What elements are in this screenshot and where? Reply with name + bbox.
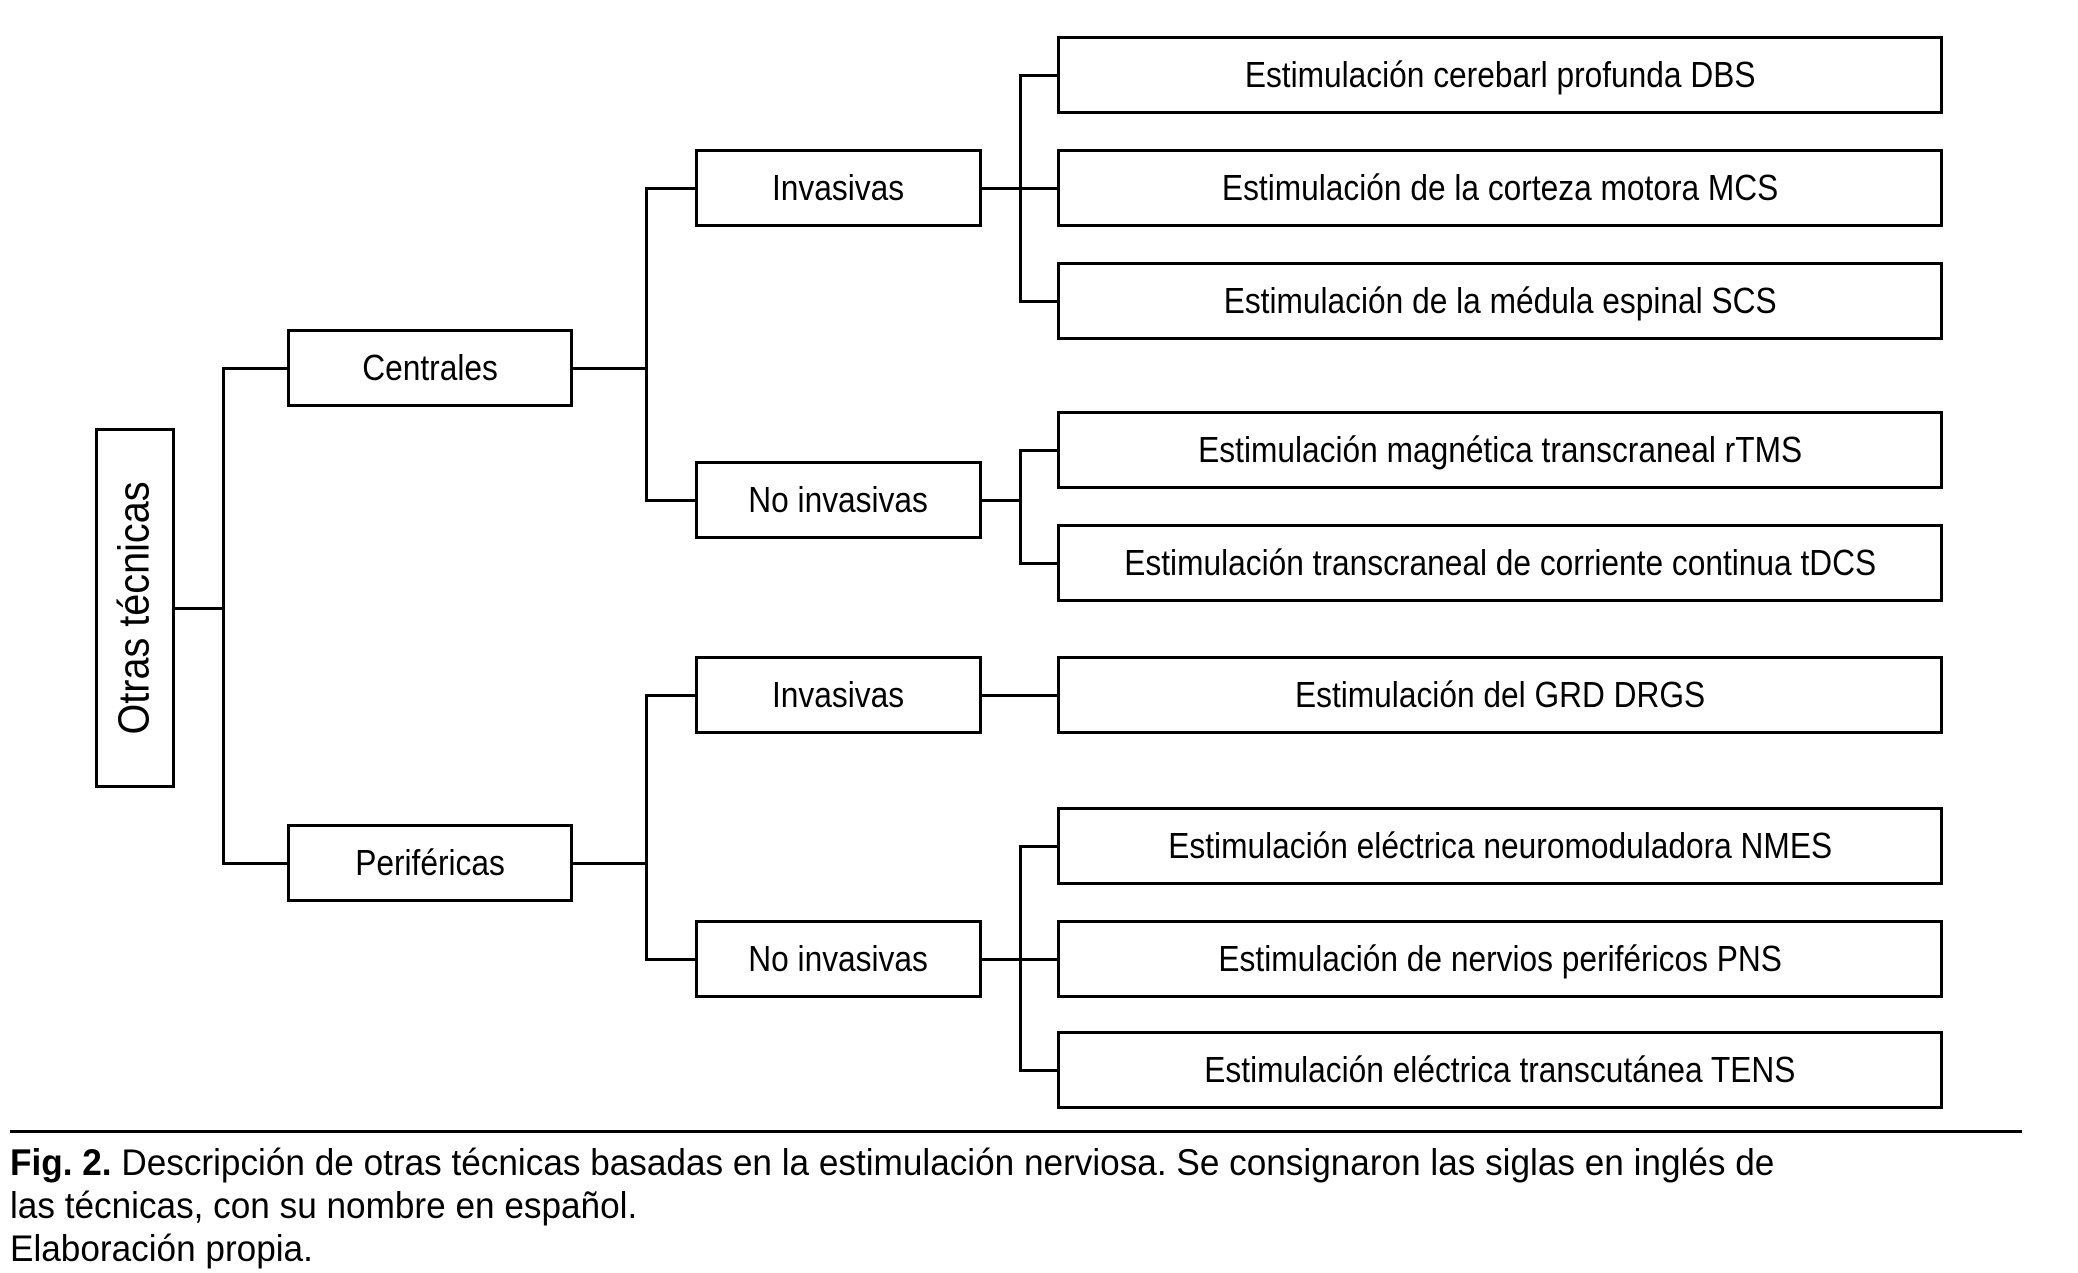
connector-c-invasivas-feeder	[980, 187, 1022, 190]
node-centrales-noinvasivas: No invasivas	[695, 461, 982, 539]
node-perifericas-invasivas-label: Invasivas	[772, 674, 905, 715]
node-centrales-invasivas: Invasivas	[695, 149, 982, 227]
figure-caption: Fig. 2. Descripción de otras técnicas ba…	[10, 1141, 2043, 1270]
connector-perifericas-feeder	[573, 862, 648, 865]
node-scs-label: Estimulación de la médula espinal SCS	[1223, 280, 1777, 321]
node-rtms-label: Estimulación magnética transcraneal rTMS	[1198, 429, 1802, 470]
caption-line-1: Fig. 2. Descripción de otras técnicas ba…	[10, 1141, 2043, 1184]
node-tdcs-label: Estimulación transcraneal de corriente c…	[1124, 542, 1876, 583]
connector-stub-rtms	[1019, 449, 1060, 452]
connector-stub-centrales	[222, 367, 287, 370]
connector-stub-nmes	[1019, 845, 1060, 848]
node-perifericas-invasivas: Invasivas	[695, 656, 982, 734]
node-drgs: Estimulación del GRD DRGS	[1057, 656, 1943, 734]
connector-stub-centrales-noinvasivas	[645, 499, 695, 502]
connector-stub-scs	[1019, 300, 1060, 303]
connector-stub-mcs	[1019, 187, 1060, 190]
caption-line-3: Elaboración propia.	[10, 1228, 313, 1269]
connector-c-noinvasivas-feeder	[980, 499, 1022, 502]
node-tdcs: Estimulación transcraneal de corriente c…	[1057, 524, 1943, 602]
node-otras-tecnicas-label: Otras técnicas	[110, 481, 159, 735]
connector-root-trunk	[222, 367, 225, 865]
connector-stub-pns	[1019, 958, 1060, 961]
node-nmes-label: Estimulación eléctrica neuromoduladora N…	[1168, 825, 1832, 866]
node-mcs-label: Estimulación de la corteza motora MCS	[1221, 167, 1779, 208]
connector-stub-p-noinvasivas	[645, 958, 695, 961]
node-mcs: Estimulación de la corteza motora MCS	[1057, 149, 1943, 227]
connector-stub-perifericas	[222, 862, 287, 865]
node-rtms: Estimulación magnética transcraneal rTMS	[1057, 411, 1943, 489]
connector-stub-p-invasivas	[645, 694, 695, 697]
node-nmes: Estimulación eléctrica neuromoduladora N…	[1057, 807, 1943, 885]
node-centrales: Centrales	[287, 329, 573, 407]
node-pns-label: Estimulación de nervios periféricos PNS	[1218, 938, 1782, 979]
connector-stub-tens	[1019, 1069, 1060, 1072]
connector-p-noinvasivas-feeder	[980, 958, 1022, 961]
node-pns: Estimulación de nervios periféricos PNS	[1057, 920, 1943, 998]
caption-line-2: las técnicas, con su nombre en español.	[10, 1185, 638, 1226]
connector-stub-dbs	[1019, 74, 1060, 77]
node-perifericas-noinvasivas-label: No invasivas	[748, 938, 929, 979]
connector-p-invasivas-drgs	[980, 694, 1060, 697]
caption-divider	[10, 1130, 2022, 1133]
node-tens-label: Estimulación eléctrica transcutánea TENS	[1204, 1049, 1796, 1090]
node-perifericas: Periféricas	[287, 824, 573, 902]
node-centrales-invasivas-label: Invasivas	[772, 167, 905, 208]
node-dbs: Estimulación cerebarl profunda DBS	[1057, 36, 1943, 114]
node-perifericas-label: Periféricas	[355, 842, 505, 883]
node-dbs-label: Estimulación cerebarl profunda DBS	[1244, 54, 1756, 95]
node-centrales-noinvasivas-label: No invasivas	[748, 479, 929, 520]
figure-number: Fig. 2.	[10, 1142, 112, 1183]
node-centrales-label: Centrales	[362, 347, 498, 388]
caption-line-1-text: Descripción de otras técnicas basadas en…	[111, 1142, 1775, 1183]
node-perifericas-noinvasivas: No invasivas	[695, 920, 982, 998]
node-drgs-label: Estimulación del GRD DRGS	[1294, 674, 1706, 715]
node-otras-tecnicas: Otras técnicas	[95, 428, 175, 788]
connector-root-feeder	[175, 607, 224, 610]
connector-c-noinvasivas-trunk	[1019, 449, 1022, 565]
connector-centrales-feeder	[573, 367, 648, 370]
connector-centrales-trunk	[645, 187, 648, 502]
node-scs: Estimulación de la médula espinal SCS	[1057, 262, 1943, 340]
connector-stub-centrales-invasivas	[645, 187, 695, 190]
connector-perifericas-trunk	[645, 694, 648, 961]
node-tens: Estimulación eléctrica transcutánea TENS	[1057, 1031, 1943, 1109]
connector-stub-tdcs	[1019, 562, 1060, 565]
